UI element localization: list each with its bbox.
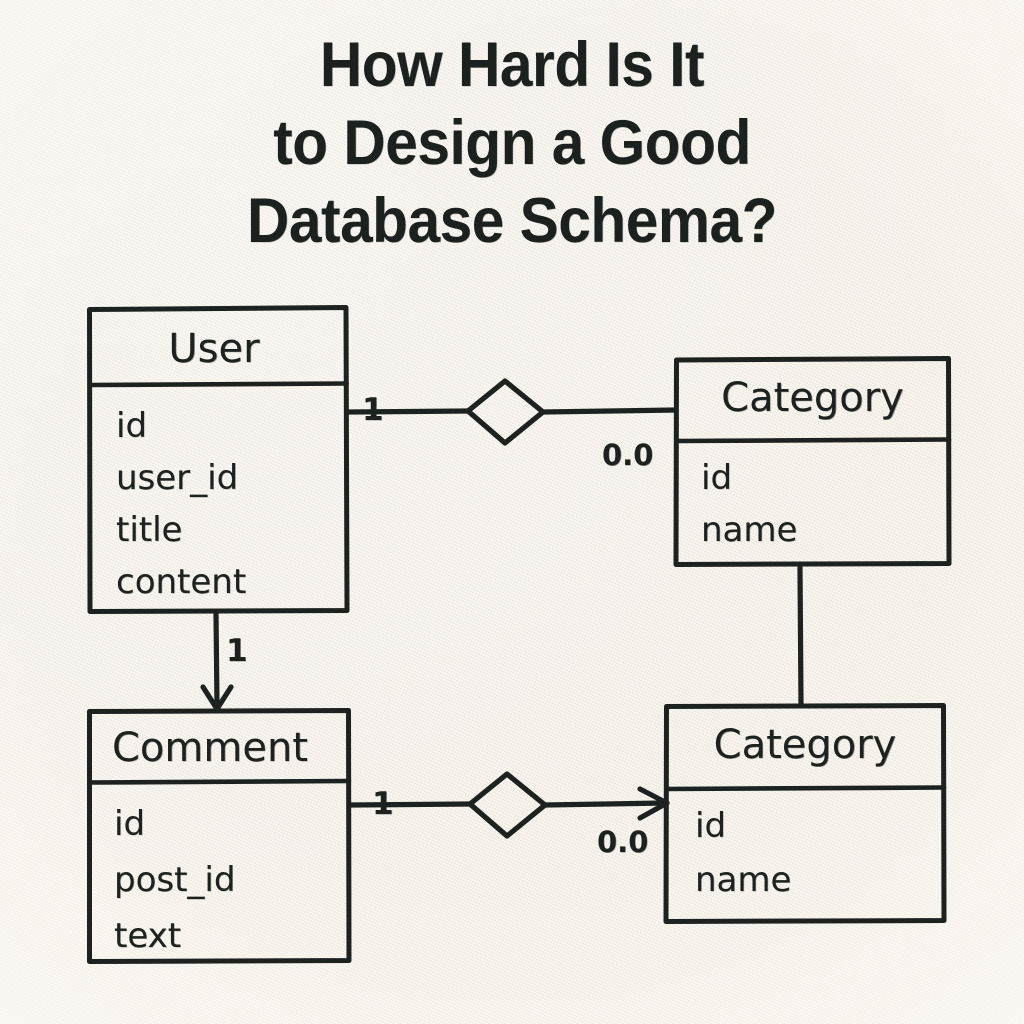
attribute-row: id [701,458,733,498]
cardinality-user-comment-from: 1 [226,633,248,669]
entity-category-bottom-outline [663,703,947,924]
entity-comment-outline [87,708,352,964]
entity-box-category-bottom[interactable]: Category id name [663,703,947,924]
attribute-row: name [701,510,798,550]
attribute-row: title [116,510,183,550]
cardinality-comment-category-from: 1 [372,786,394,822]
relationship-diamond-top [465,378,546,446]
attribute-row: text [114,916,182,956]
entity-user-title: User [168,326,260,372]
title-line-1: How Hard Is It [319,30,705,100]
title-line-3: Database Schema? [247,186,777,256]
entity-box-user[interactable]: User id user_id title content [86,305,350,614]
entity-comment-attributes: id post_id text [86,796,352,964]
attribute-row: name [695,860,792,900]
title-line-2: to Design a Good [273,108,751,178]
cardinality-user-category-to: 0.0 [602,438,654,472]
attribute-row: id [114,804,146,844]
entity-box-comment[interactable]: Comment id post_id text [86,708,352,964]
cardinality-user-category-from: 1 [362,392,384,428]
page-title: How Hard Is It to Design a Good Database… [36,26,988,260]
entity-category-top-attributes: id name [673,452,952,556]
attribute-row: id [116,406,148,446]
connector-user-category [346,378,679,446]
entity-category-top-title: Category [721,375,904,421]
relationship-diamond-bottom [467,771,548,839]
entity-category-top-outline [673,356,952,567]
attribute-row: post_id [114,860,236,900]
attribute-row: user_id [116,458,239,498]
attribute-row: id [695,806,727,846]
attribute-row: content [116,562,247,602]
entity-comment-title: Comment [112,725,308,771]
entity-category-bottom-attributes: id name [663,799,947,907]
entity-category-bottom-title: Category [713,722,897,768]
entity-user-outline [87,305,350,614]
entity-box-category-top[interactable]: Category id name [673,356,952,567]
entity-user-attributes: id user_id title content [86,400,350,608]
cardinality-comment-category-to: 0.0 [597,825,649,859]
connector-category-category [797,564,804,707]
arrowhead-user-comment [200,684,234,712]
